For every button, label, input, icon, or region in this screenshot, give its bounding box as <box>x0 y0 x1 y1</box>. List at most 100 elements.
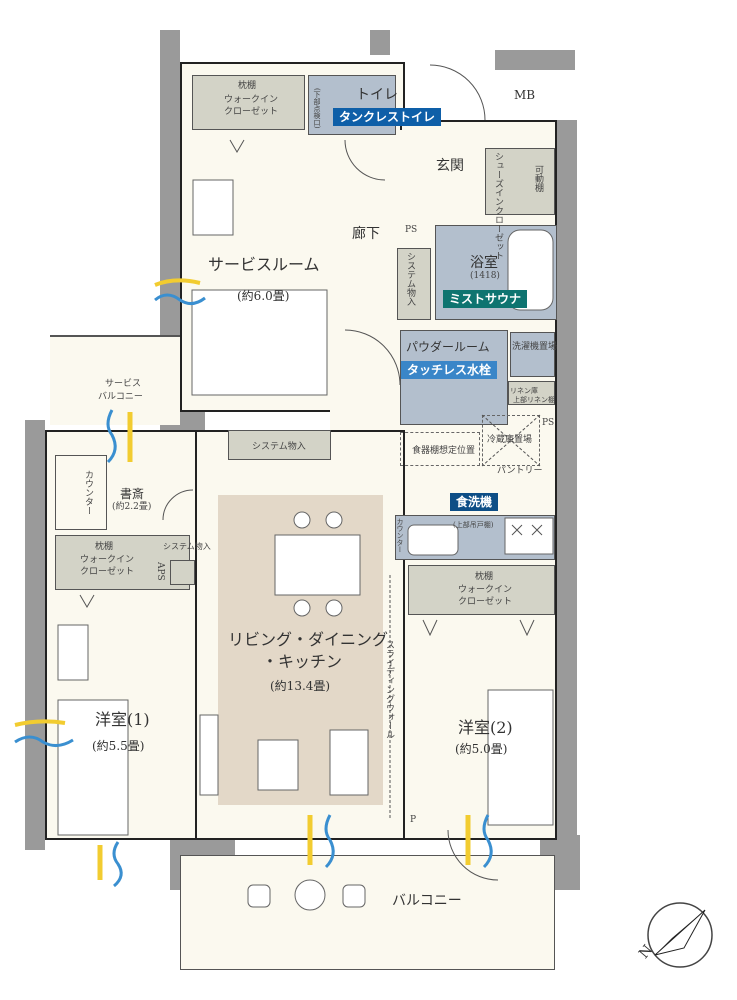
shoe-closet <box>485 148 555 215</box>
balcony-chair <box>342 884 366 908</box>
study-counter-label: カウンター <box>83 470 93 515</box>
tankless-toilet-badge: タンクレストイレ <box>333 108 442 126</box>
walk-in-closet-western2 <box>408 565 555 615</box>
mb-label: MB <box>514 88 536 102</box>
study-label: 書斎 <box>120 487 145 501</box>
coffee-table <box>257 739 299 791</box>
toilet-door-swing <box>344 139 386 181</box>
aps-label: APS <box>155 562 165 581</box>
shoe-closet-label: シューズインクローゼット <box>493 152 503 260</box>
wic1-label-line1: ウォークイン <box>80 555 135 565</box>
system-storage-small <box>170 560 195 585</box>
movable-shelf-label: 可動棚 <box>533 165 543 192</box>
toilet-hatch-label: (下部点検口) <box>313 88 321 129</box>
light-icon <box>154 278 201 287</box>
entrance-label: 玄関 <box>436 158 464 174</box>
western2-label: 洋室(2) <box>458 718 513 737</box>
balcony-floor <box>180 855 555 970</box>
walk-in-closet-western1 <box>55 535 190 590</box>
linen-label: リネン庫 <box>510 387 538 395</box>
balcony-chair <box>247 884 271 908</box>
wic1-label-line2: クローゼット <box>80 567 135 577</box>
ventilation-markers <box>14 278 493 888</box>
service-room-size: (約6.0畳) <box>237 289 290 303</box>
touchless-faucet-badge: タッチレス水栓 <box>401 361 498 379</box>
wic-shelf-label: 枕棚 <box>238 81 257 91</box>
system-storage-ldk-label: システム物入 <box>252 442 306 452</box>
dining-chair <box>293 511 311 529</box>
bathroom-size: (1418) <box>470 271 500 281</box>
service-room-label: サービスルーム <box>208 255 320 274</box>
hallway-label: 廊下 <box>352 226 380 242</box>
fridge-cross <box>481 414 541 467</box>
washer-label: 洗濯機置場 <box>512 342 558 352</box>
dishwasher-badge: 食洗機 <box>450 493 499 511</box>
toilet-label: トイレ <box>356 87 398 103</box>
ldk-label-line1: リビング・ダイニング <box>228 630 389 649</box>
system-storage-ldk <box>228 430 331 460</box>
wind-icon <box>14 735 74 747</box>
wind-icon <box>324 814 335 869</box>
bathroom-label: 浴室 <box>470 255 498 271</box>
kitchen-counter-label: カウンター <box>396 518 404 553</box>
system-storage-hall <box>397 248 431 320</box>
fridge-label: 冷蔵庫置場 <box>487 435 533 445</box>
western2-size: (約5.0畳) <box>455 742 508 756</box>
ps-label: PS <box>405 225 418 235</box>
service-balcony-floor <box>50 335 180 425</box>
wic1-shelf-label: 枕棚 <box>95 542 114 552</box>
study-door-swing <box>162 489 194 521</box>
sliding-wall-label: スライディングウォール <box>384 640 394 739</box>
bed-service-room <box>191 289 328 396</box>
upper-cabinet-label: (上部吊戸棚) <box>453 521 494 529</box>
system-storage-hall-label: システム物入 <box>405 252 415 306</box>
wic2-shelf-label: 枕棚 <box>475 572 494 582</box>
wind-icon <box>112 841 123 888</box>
wind-icon <box>154 293 206 305</box>
ldk-label-line2: ・キッチン <box>262 652 343 671</box>
system-storage-small-label: システム物入 <box>163 542 211 551</box>
compass-icon <box>647 902 713 968</box>
wic-label-line2: クローゼット <box>224 107 279 117</box>
fridge-space <box>482 415 540 466</box>
entrance-door-swing <box>429 64 486 121</box>
bed-western1 <box>57 699 129 836</box>
upper-linen-label: 上部リネン棚 <box>513 396 555 404</box>
ps-label-2: PS <box>542 418 555 428</box>
desk-western1 <box>57 624 89 681</box>
closet-door-marks <box>79 139 535 637</box>
sink <box>407 524 459 556</box>
cupboard-position <box>400 432 480 466</box>
dining-chair <box>325 599 343 617</box>
mist-sauna-badge: ミストサウナ <box>443 290 528 308</box>
balcony-label: バルコニー <box>392 893 462 909</box>
wic-label-line1: ウォークイン <box>224 95 279 105</box>
p-label: P <box>410 815 417 825</box>
hallway-floor <box>330 130 405 430</box>
linen-storage <box>508 381 555 405</box>
dining-chair <box>325 511 343 529</box>
sofa <box>329 729 369 796</box>
dining-table <box>274 534 361 596</box>
light-icon <box>14 719 66 727</box>
dining-chair <box>293 599 311 617</box>
service-balcony-line2: バルコニー <box>98 392 143 402</box>
pantry-label: パントリー <box>497 466 543 476</box>
balcony-table <box>294 879 326 911</box>
wall-left-lower <box>25 420 45 850</box>
wall-left-upper <box>160 30 180 430</box>
wall-top-stub <box>370 30 390 55</box>
wic2-label-line1: ウォークイン <box>458 585 513 595</box>
powder-room-label: パウダールーム <box>406 340 490 354</box>
study-size: (約2.2畳) <box>112 502 152 512</box>
stove <box>504 517 554 555</box>
walk-in-closet-service-room <box>192 75 305 130</box>
hall-door-swing <box>344 329 401 386</box>
wall-top-right <box>495 50 575 70</box>
western1-label: 洋室(1) <box>95 710 150 729</box>
desk-service-room <box>192 179 234 236</box>
burners <box>511 524 543 536</box>
washer-space <box>510 332 555 377</box>
